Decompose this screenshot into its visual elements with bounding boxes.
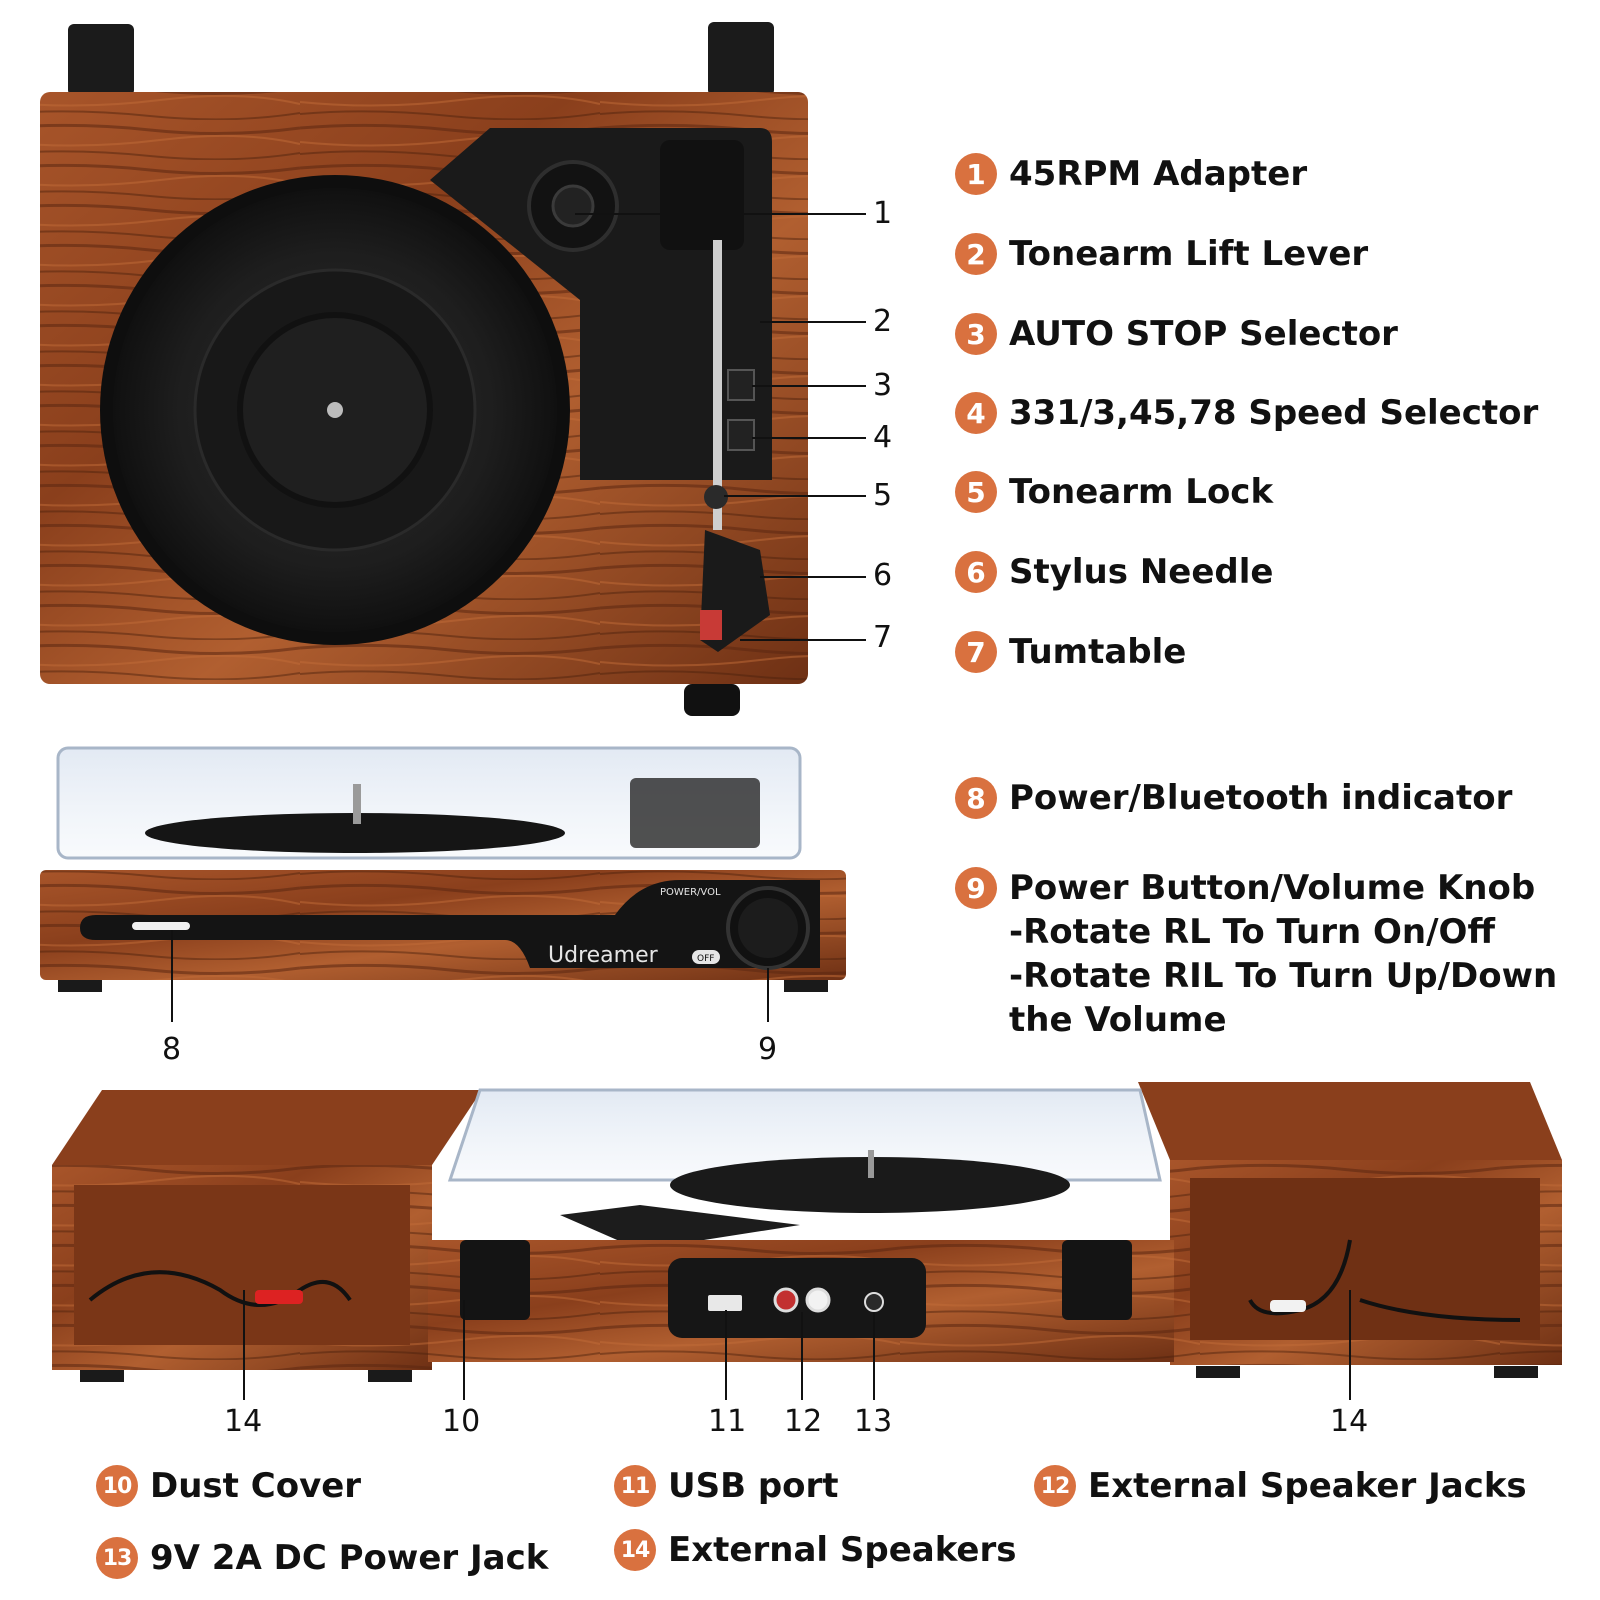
auto-stop-switch bbox=[727, 369, 755, 401]
usb-port bbox=[708, 1295, 742, 1311]
knob-label-top: POWER/VOL bbox=[660, 887, 721, 898]
power-indicator-light bbox=[132, 922, 190, 930]
callout-7: 7 bbox=[873, 620, 893, 655]
top-knob bbox=[684, 684, 740, 716]
left-speaker-top bbox=[52, 1090, 482, 1165]
rear-platter bbox=[670, 1157, 1070, 1213]
turntable-rear-view bbox=[52, 1082, 1562, 1400]
rca-white bbox=[805, 1287, 831, 1313]
rear-hinge-left bbox=[460, 1240, 530, 1320]
front-panel bbox=[80, 880, 820, 968]
callout-12: 12 bbox=[784, 1404, 823, 1439]
right-speaker-top bbox=[1138, 1082, 1562, 1160]
leader-lines-top bbox=[575, 213, 866, 641]
callout-1: 1 bbox=[873, 196, 893, 231]
callout-3: 3 bbox=[873, 368, 893, 403]
rca-red bbox=[773, 1287, 799, 1313]
callout-14-right: 14 bbox=[1330, 1404, 1369, 1439]
platter-side bbox=[145, 813, 565, 853]
callout-10: 10 bbox=[442, 1404, 481, 1439]
callout-8: 8 bbox=[162, 1032, 182, 1067]
callout-2: 2 bbox=[873, 304, 893, 339]
rear-hinge-right bbox=[1062, 1240, 1132, 1320]
callout-9: 9 bbox=[758, 1032, 778, 1067]
tonearm bbox=[713, 240, 722, 530]
brand-logo: Udreamer bbox=[548, 943, 659, 968]
tonearm-base bbox=[660, 140, 744, 250]
leader-lines-rear bbox=[243, 1290, 1351, 1400]
hinge-right bbox=[708, 22, 774, 96]
callout-6: 6 bbox=[873, 558, 893, 593]
turntable-top-view bbox=[40, 22, 866, 716]
callout-14-left: 14 bbox=[224, 1404, 263, 1439]
spindle bbox=[327, 402, 343, 418]
leader-lines-front bbox=[171, 930, 769, 1022]
callout-4: 4 bbox=[873, 420, 893, 455]
hinge-left bbox=[68, 24, 134, 96]
stylus bbox=[700, 610, 722, 640]
dc-jack bbox=[864, 1292, 884, 1312]
speed-switch bbox=[727, 419, 755, 451]
callout-5: 5 bbox=[873, 478, 893, 513]
turntable-front-view: Udreamer POWER/VOL OFF bbox=[40, 746, 846, 1022]
knob-label-off: OFF bbox=[697, 954, 714, 964]
callout-13: 13 bbox=[854, 1404, 893, 1439]
callout-11: 11 bbox=[708, 1404, 747, 1439]
tonearm-lock bbox=[704, 485, 728, 509]
